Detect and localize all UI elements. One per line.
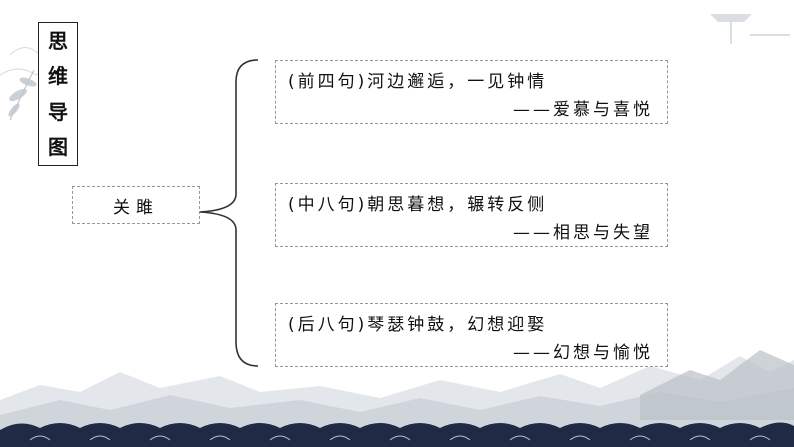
branch-line-1: (前四句)河边邂逅，一见钟情: [288, 72, 548, 92]
title-char: 维: [48, 64, 68, 89]
branch-card-3: (后八句)琴瑟钟鼓，幻想迎娶 ——幻想与愉悦: [275, 303, 668, 367]
ink-plant-decoration: [8, 69, 37, 121]
branch-card-2: (中八句)朝思暮想，辗转反侧 ——相思与失望: [275, 183, 668, 247]
pavilion-decoration: [710, 14, 790, 44]
title-char: 图: [48, 135, 68, 160]
branch-line-2: ——幻想与愉悦: [513, 343, 653, 363]
branch-line-2: ——爱慕与喜悦: [513, 100, 653, 120]
topic-box: 关雎: [72, 186, 200, 224]
branch-line-1: (后八句)琴瑟钟鼓，幻想迎娶: [288, 315, 548, 335]
topic-label: 关雎: [113, 197, 159, 218]
title-char: 导: [48, 99, 68, 124]
branch-card-1: (前四句)河边邂逅，一见钟情 ——爱慕与喜悦: [275, 60, 668, 124]
title-char: 思: [48, 28, 68, 53]
branch-line-2: ——相思与失望: [513, 223, 653, 243]
wave-decoration: [0, 422, 794, 447]
title-box: 思 维 导 图: [38, 22, 78, 166]
brace-connector: [199, 59, 259, 367]
branch-line-1: (中八句)朝思暮想，辗转反侧: [288, 195, 548, 215]
